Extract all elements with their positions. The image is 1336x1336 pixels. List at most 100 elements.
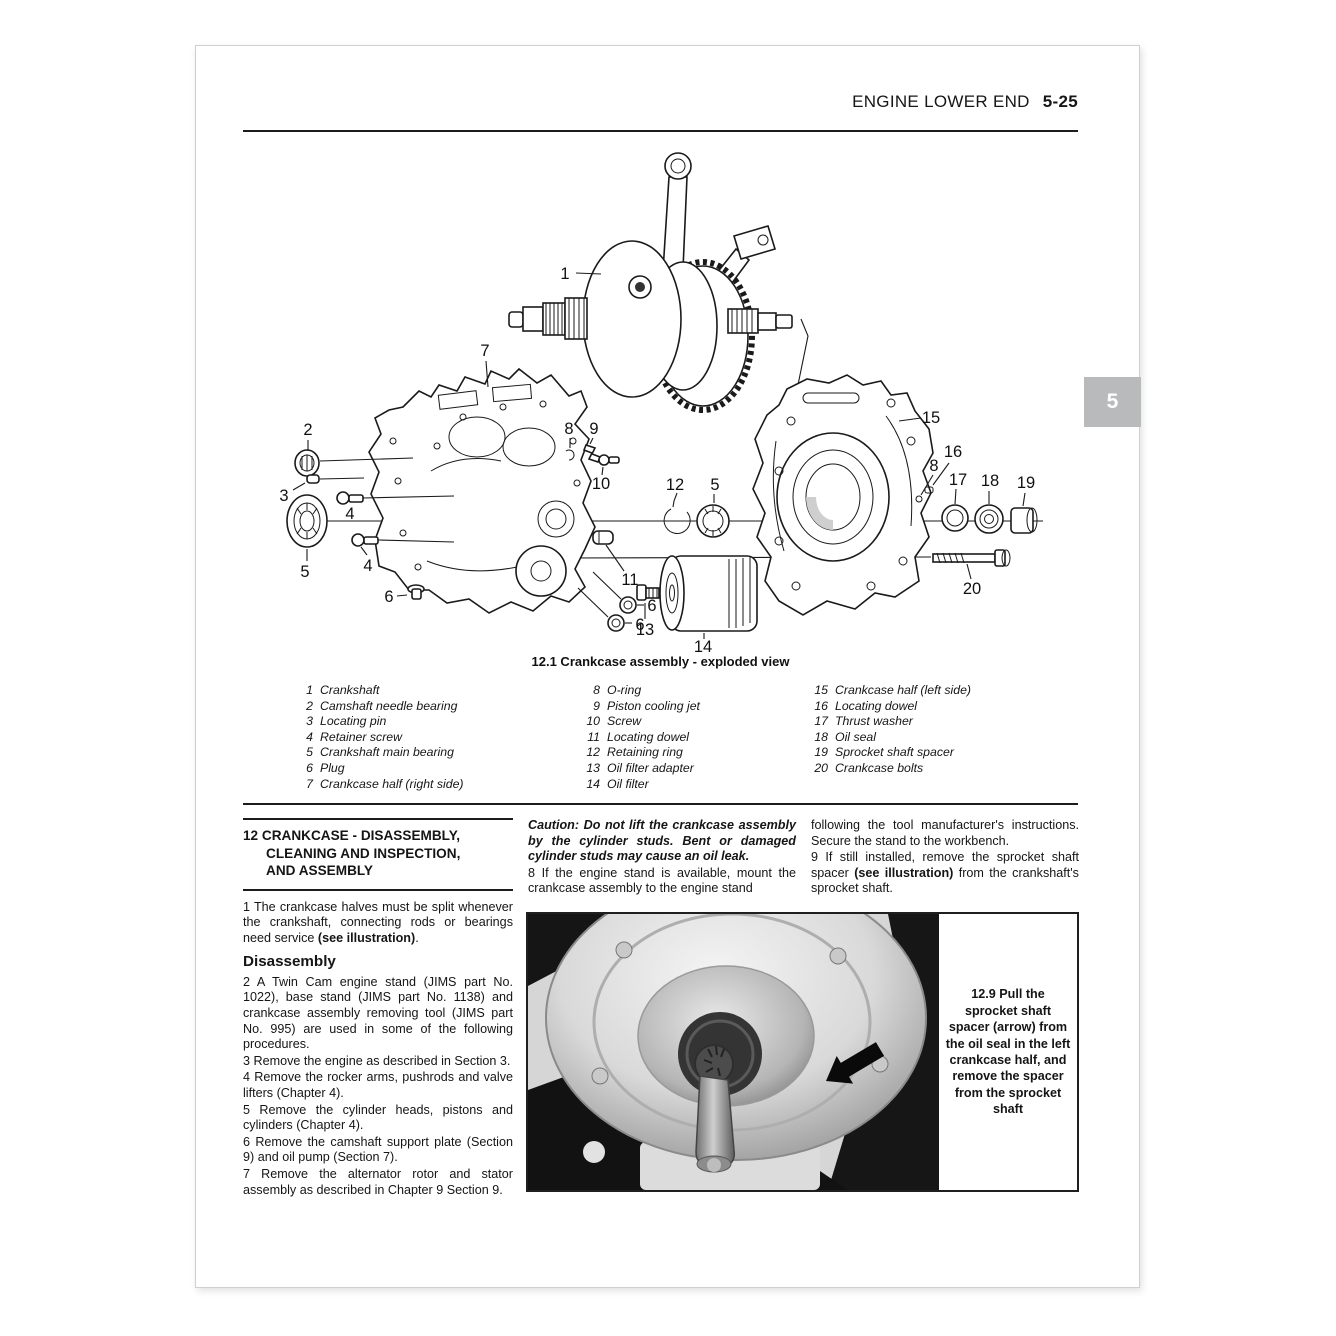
step-paragraph-6: 6 Remove the camshaft support plate (Sec… bbox=[243, 1134, 513, 1165]
photo-caption-area: 12.9 Pull the sprocket shaft spacer (arr… bbox=[939, 914, 1077, 1190]
svg-text:17: 17 bbox=[949, 471, 967, 489]
see-illustration-ref: (see illustration) bbox=[317, 930, 416, 945]
text-column-middle: Caution: Do not lift the crankcase assem… bbox=[528, 818, 796, 898]
photo-figure: 12.9 Pull the sprocket shaft spacer (arr… bbox=[526, 912, 1079, 1192]
oil-seal-part bbox=[974, 491, 1004, 534]
flange-bolt bbox=[591, 1067, 609, 1085]
step-paragraph-7: 7 Remove the alternator rotor and stator… bbox=[243, 1167, 513, 1197]
diagram-caption: 12.1 Crankcase assembly - exploded view bbox=[531, 654, 790, 669]
left-crankcase-group bbox=[752, 374, 934, 616]
svg-text:15: 15 bbox=[922, 409, 940, 427]
pointer-arrow bbox=[826, 1042, 885, 1084]
flange-bolt bbox=[615, 941, 633, 959]
plugs-bottom bbox=[577, 571, 644, 632]
right-crankcase-group bbox=[368, 367, 596, 614]
thrust-washer-part bbox=[941, 488, 969, 532]
photo-caption: 12.9 Pull the sprocket shaft spacer (arr… bbox=[945, 987, 1071, 1117]
see-illustration-ref: (see illustration) bbox=[854, 865, 954, 880]
chapter-tab-number: 5 bbox=[1106, 390, 1119, 413]
svg-text:6: 6 bbox=[635, 616, 644, 634]
header-page-number: 5-25 bbox=[1042, 92, 1078, 111]
svg-text:14: 14 bbox=[694, 638, 712, 656]
crankcase-bolt-part bbox=[932, 549, 1011, 580]
flange-bolt bbox=[829, 947, 847, 965]
columns-top-rule bbox=[243, 803, 1078, 805]
svg-text:6: 6 bbox=[384, 588, 393, 606]
sprocket-shaft bbox=[695, 1075, 736, 1167]
retainer-screw-upper bbox=[336, 491, 455, 505]
svg-text:5: 5 bbox=[710, 476, 719, 494]
step-8-continuation: following the tool manufacturer's instru… bbox=[811, 818, 1079, 848]
manual-page: ENGINE LOWER END 5-25 5 bbox=[195, 45, 1141, 1288]
svg-text:11: 11 bbox=[621, 571, 638, 589]
svg-text:12: 12 bbox=[666, 476, 684, 494]
svg-text:1: 1 bbox=[560, 265, 569, 283]
step-paragraph-5: 5 Remove the cylinder heads, pistons and… bbox=[243, 1102, 513, 1133]
svg-text:5: 5 bbox=[300, 563, 309, 581]
svg-text:10: 10 bbox=[592, 475, 610, 493]
svg-text:6: 6 bbox=[647, 597, 656, 615]
stand-hole bbox=[583, 1141, 605, 1163]
step-paragraph-3: 3 Remove the engine as described in Sect… bbox=[243, 1053, 511, 1068]
svg-text:8: 8 bbox=[929, 457, 938, 475]
photo-12-9 bbox=[528, 914, 939, 1190]
header-rule bbox=[243, 130, 1078, 132]
oil-filter-group bbox=[659, 555, 758, 639]
svg-text:4: 4 bbox=[363, 557, 372, 575]
step-paragraph-1: 1 The crankcase halves must be split whe… bbox=[243, 899, 513, 945]
locating-dowel-part bbox=[592, 530, 625, 572]
retainer-screw-lower bbox=[351, 533, 455, 556]
camshaft-bearing-part bbox=[294, 440, 414, 477]
step-paragraph-2: 2 A Twin Cam engine stand (JIMS part No.… bbox=[243, 974, 513, 1052]
oil-filter-adapter-part bbox=[636, 584, 660, 619]
crankcase-photo-illustration bbox=[528, 914, 939, 1190]
section-heading: 12 CRANKCASE - DISASSEMBLY, CLEANING AND… bbox=[243, 828, 461, 878]
step-paragraph-4: 4 Remove the rocker arms, pushrods and v… bbox=[243, 1070, 513, 1101]
text-column-right: following the tool manufacturer's instru… bbox=[811, 818, 1079, 898]
svg-text:7: 7 bbox=[480, 342, 489, 360]
locating-pin-part bbox=[292, 474, 365, 491]
svg-text:16: 16 bbox=[944, 443, 962, 461]
step-paragraph-8: 8 If the engine stand is available, moun… bbox=[528, 865, 796, 896]
header-section-title: ENGINE LOWER END bbox=[852, 92, 1030, 111]
svg-text:19: 19 bbox=[1017, 474, 1035, 492]
svg-text:8: 8 bbox=[564, 420, 573, 438]
svg-text:18: 18 bbox=[981, 472, 999, 490]
svg-text:9: 9 bbox=[589, 420, 598, 438]
svg-text:4: 4 bbox=[345, 505, 354, 523]
spacer-part bbox=[1010, 492, 1038, 534]
plug-left bbox=[396, 584, 425, 600]
disassembly-heading: Disassembly bbox=[243, 953, 336, 971]
diagram-callouts: 1 7 2 3 4 5 4 6 8 9 10 11 12 5 6 6 13 14… bbox=[279, 265, 1035, 656]
retaining-ring-part bbox=[663, 492, 691, 534]
dowel-oring-right bbox=[915, 462, 950, 503]
svg-text:3: 3 bbox=[279, 487, 288, 505]
svg-text:2: 2 bbox=[303, 421, 312, 439]
oring-jet-screw-parts bbox=[565, 437, 620, 476]
svg-text:20: 20 bbox=[963, 580, 981, 598]
text-column-left: 12 CRANKCASE - DISASSEMBLY, CLEANING AND… bbox=[243, 818, 513, 1199]
svg-text:13: 13 bbox=[636, 621, 654, 639]
step-paragraph-9: 9 If still installed, remove the sprocke… bbox=[811, 850, 1079, 896]
section-heading-box: 12 CRANKCASE - DISASSEMBLY, CLEANING AND… bbox=[243, 818, 513, 891]
chapter-tab: 5 bbox=[1084, 377, 1141, 427]
